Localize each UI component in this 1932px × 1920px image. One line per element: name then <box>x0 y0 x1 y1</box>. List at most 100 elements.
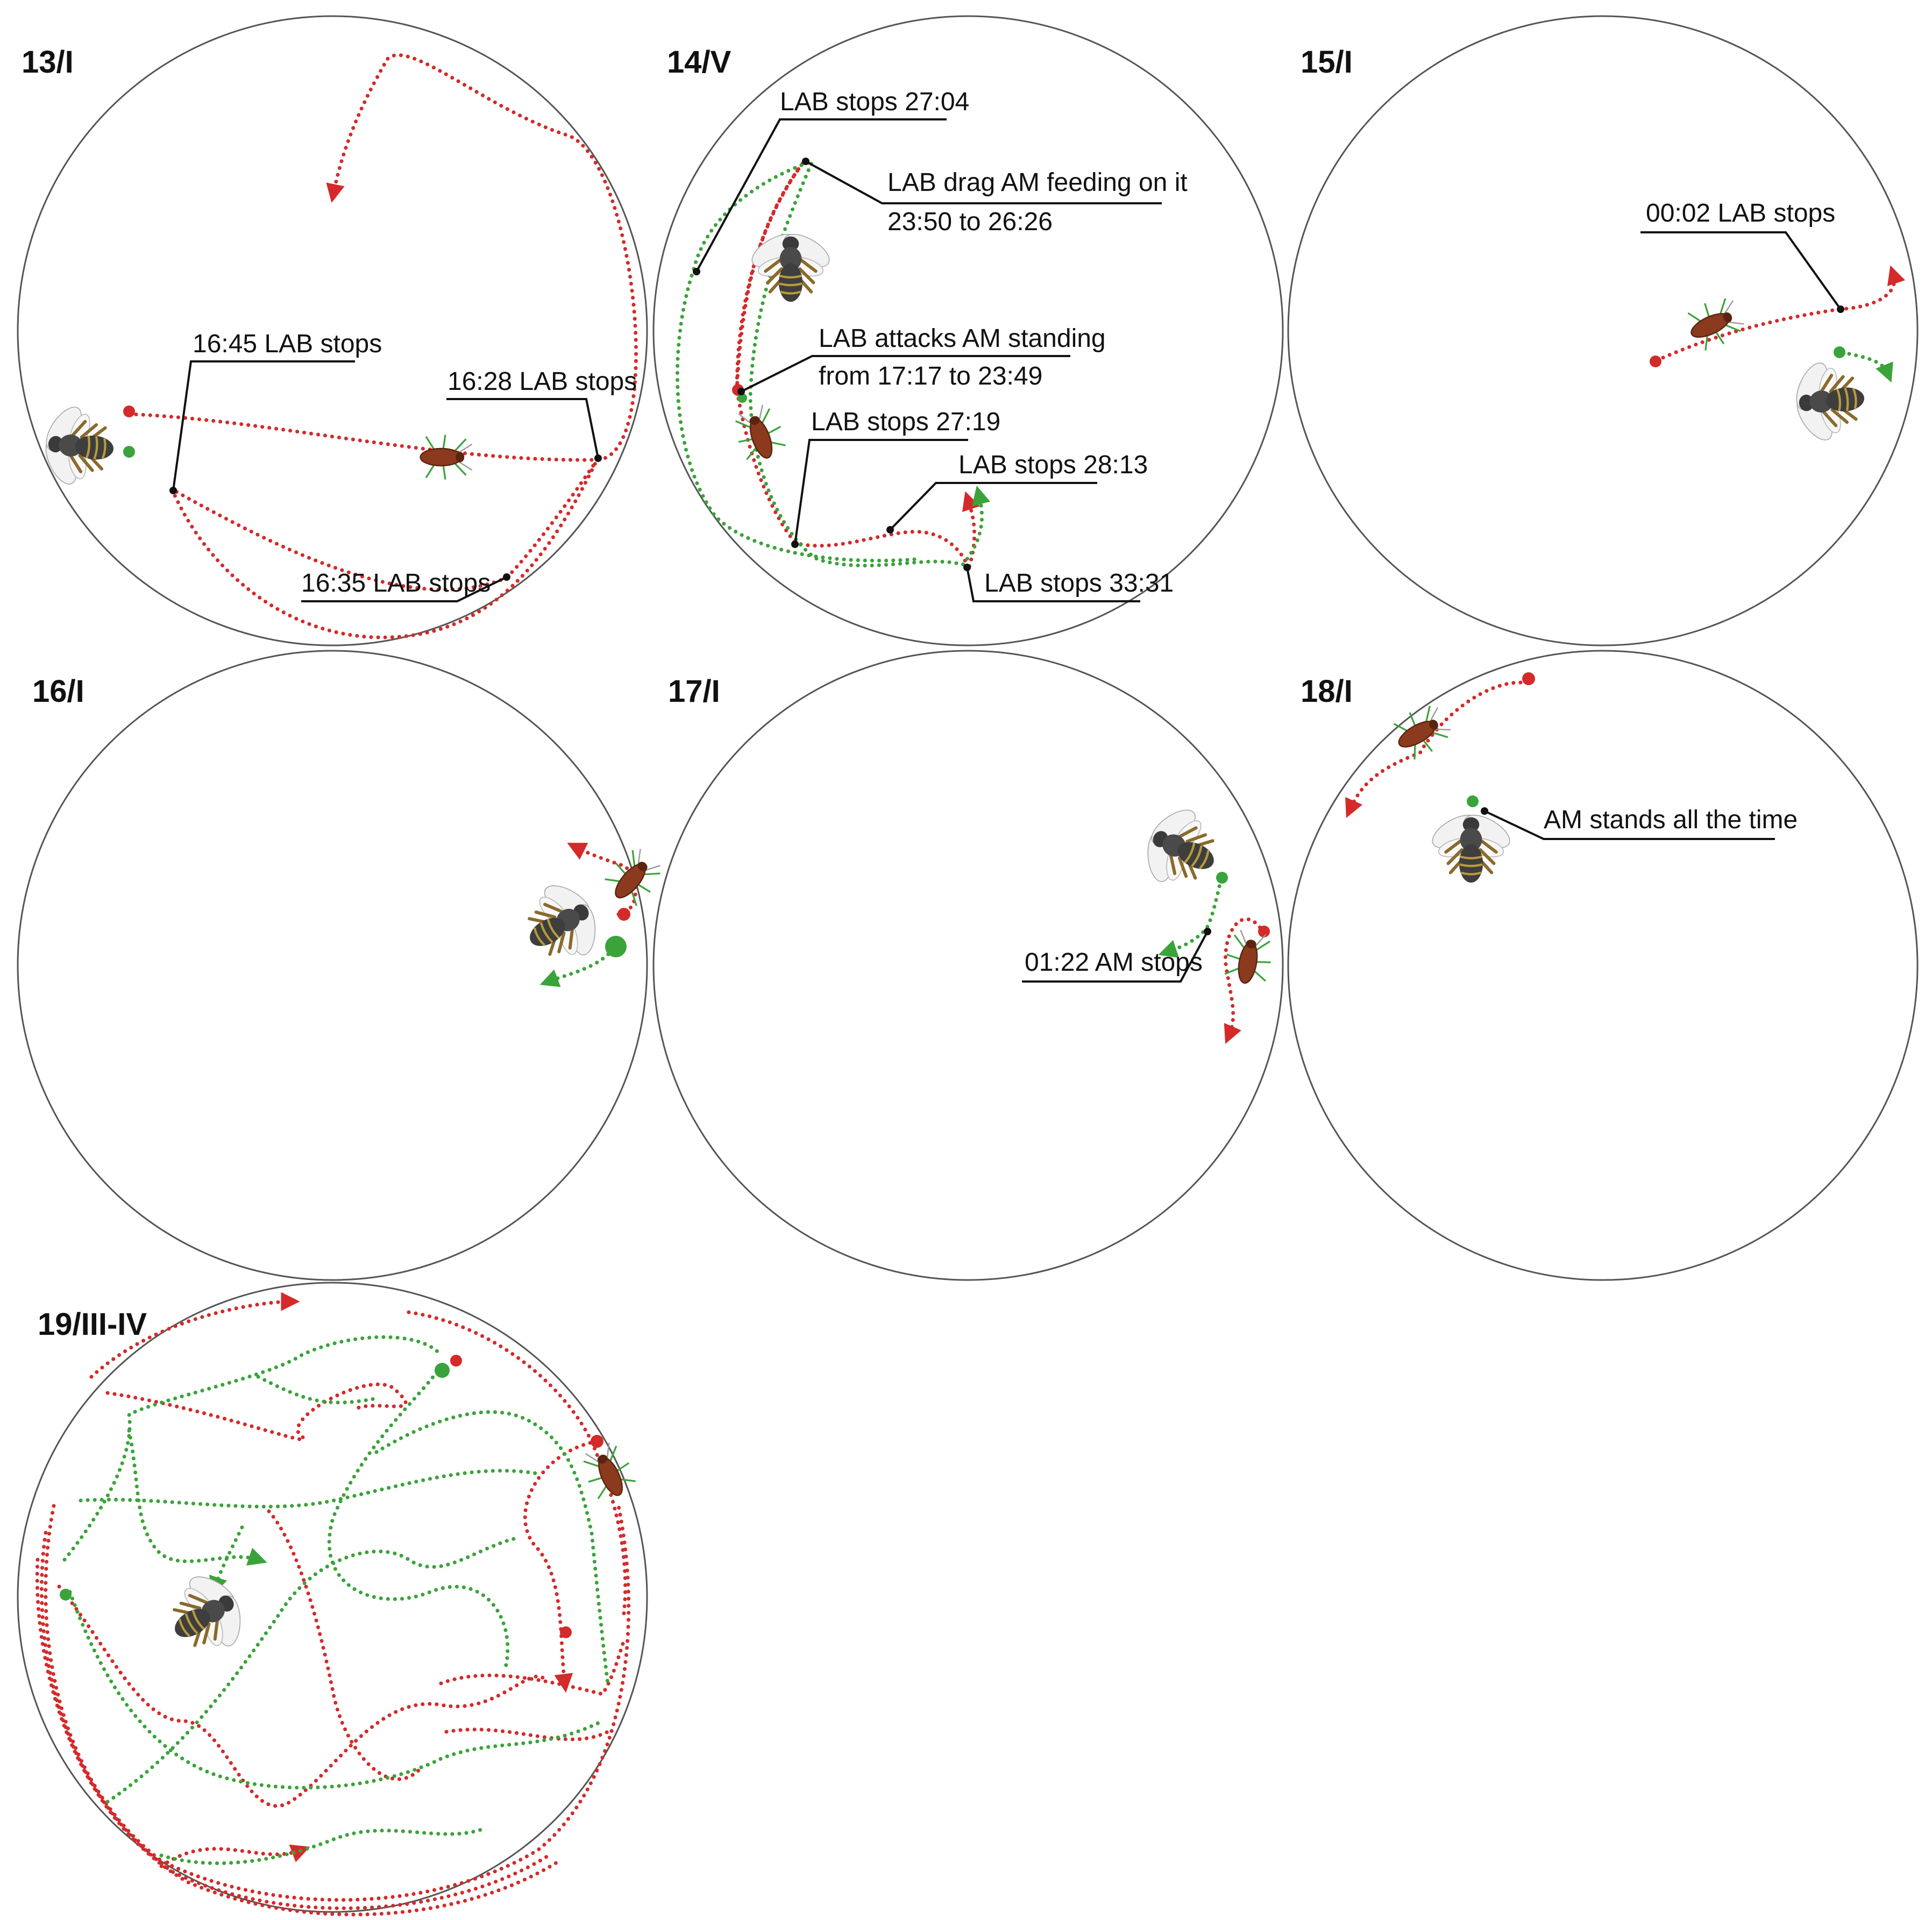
leader-line <box>889 482 1097 531</box>
lab-start-marker <box>123 406 135 417</box>
annotation: LAB stops 33:31 <box>984 569 1174 598</box>
leader-line <box>794 439 968 545</box>
lab-track <box>735 160 981 571</box>
am-track <box>209 1525 244 1596</box>
annotation: from 17:17 to 23:49 <box>819 362 1042 390</box>
panel-label: 16/I <box>32 674 84 709</box>
lab-start-marker <box>450 1355 462 1367</box>
beetle-icon <box>419 433 473 481</box>
leader-line <box>805 160 1162 204</box>
am-start-marker <box>1467 795 1479 807</box>
arena-outline <box>652 650 1284 1281</box>
lab-marker <box>591 1435 603 1448</box>
am-track <box>675 267 917 563</box>
annotation: 00:02 LAB stops <box>1646 199 1835 227</box>
arena-outline <box>1287 15 1919 646</box>
am-track <box>62 1335 443 1562</box>
panel-19: 19/III-IV <box>17 1282 648 1917</box>
honeybee-icon <box>747 227 835 302</box>
panel-label: 15/I <box>1301 45 1353 80</box>
annotation: LAB stops 28:13 <box>958 451 1148 479</box>
annotation: AM stands all the time <box>1544 806 1798 834</box>
am-track <box>105 1536 518 1804</box>
am-track <box>159 1826 486 1865</box>
honeybee-icon <box>1787 354 1868 448</box>
annotation: 16:45 LAB stops <box>193 330 382 358</box>
am-start-marker <box>1216 872 1228 884</box>
panel-16: 16/I <box>17 650 669 1281</box>
lab-track <box>170 458 599 639</box>
honeybee-icon <box>509 866 617 979</box>
am-track <box>327 1364 510 1669</box>
am-start-marker <box>123 446 135 458</box>
lab-track <box>105 1382 408 1442</box>
panel-13: 13/I 16:45 LAB stops 16:28 LAB stops 16:… <box>17 15 648 646</box>
lab-track <box>35 1558 562 1917</box>
lab-track <box>57 1584 545 1808</box>
annotation: 23:50 to 26:26 <box>887 208 1053 236</box>
lab-track <box>1345 680 1530 818</box>
lab-track <box>407 1310 627 1616</box>
beetle-icon <box>1681 291 1749 355</box>
panel-label: 19/III-IV <box>38 1307 147 1342</box>
lab-marker <box>560 1626 572 1638</box>
am-start-marker <box>737 393 747 403</box>
leader-line <box>741 355 1070 393</box>
lab-track <box>1224 917 1266 1044</box>
panel-label: 18/I <box>1301 674 1353 709</box>
panel-15: 15/I 00:02 LAB stops <box>1287 15 1919 646</box>
arena-outline <box>17 1282 648 1913</box>
am-start-marker <box>435 1363 450 1378</box>
lab-track <box>127 53 638 462</box>
leader-line <box>966 567 1140 602</box>
lab-track <box>44 1504 631 1902</box>
panel-label: 17/I <box>668 674 720 709</box>
arena-outline <box>1287 650 1919 1281</box>
leader-line <box>1640 231 1842 310</box>
am-marker <box>60 1589 72 1601</box>
lab-start-marker <box>1650 355 1661 367</box>
panel-18: 18/I AM stands all the time <box>1287 650 1919 1281</box>
lab-start-marker <box>617 908 630 921</box>
arena-outline <box>652 15 1284 646</box>
am-start-marker <box>1834 346 1845 358</box>
annotation: LAB attacks AM standing <box>819 324 1106 353</box>
annotation: LAB drag AM feeding on it <box>887 168 1188 197</box>
leader-line <box>1022 931 1209 983</box>
panel-label: 13/I <box>22 45 74 80</box>
annotation: 16:35 LAB stops <box>301 569 491 598</box>
am-track <box>1158 877 1223 958</box>
panel-14: 14/V LAB stops 27:04 LAB drag AM feeding… <box>652 15 1284 646</box>
honeybee-icon <box>1127 793 1232 904</box>
lab-start-marker <box>1522 672 1535 685</box>
am-track <box>1840 350 1893 383</box>
am-track <box>68 1590 605 1790</box>
leader-line <box>172 360 355 491</box>
am-track <box>127 1428 267 1566</box>
am-track <box>374 1410 610 1686</box>
annotation: LAB stops 27:04 <box>780 88 969 116</box>
panel-label: 14/V <box>667 45 731 80</box>
am-track <box>79 1469 540 1509</box>
annotation: 01:22 AM stops <box>1025 948 1203 977</box>
am-start-marker <box>605 936 627 957</box>
lab-track <box>1654 265 1906 362</box>
lab-track <box>159 1844 310 1868</box>
honeybee-icon <box>154 1558 262 1670</box>
annotation: 16:28 LAB stops <box>448 367 637 396</box>
panel-17: 17/I 01:22 AM stops <box>652 650 1284 1281</box>
arena-outline <box>17 650 648 1281</box>
leader-line <box>446 398 599 459</box>
lab-track <box>523 1439 599 1693</box>
leader-line <box>1484 810 1775 840</box>
am-track <box>539 947 615 987</box>
am-track <box>256 1375 379 1405</box>
annotation: LAB stops 27:19 <box>811 408 1000 436</box>
leader-line <box>695 118 947 272</box>
lab-track <box>267 1509 422 1781</box>
lab-track <box>89 1292 300 1379</box>
lab-start-marker <box>1258 926 1270 937</box>
lab-track <box>170 458 599 592</box>
leader-line <box>301 576 507 602</box>
